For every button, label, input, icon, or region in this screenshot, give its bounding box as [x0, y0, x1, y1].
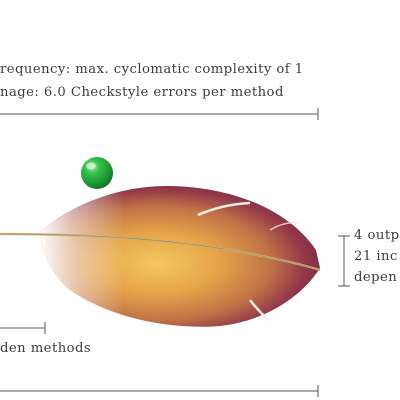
- right-label-line-3: depen: [354, 270, 398, 285]
- image-annotation: nage: 6.0 Checkstyle errors per method: [0, 85, 284, 100]
- right-label-line-2: 21 inc: [354, 249, 398, 264]
- right-height-bracket: [338, 235, 350, 287]
- bottom-width-rule: [0, 385, 319, 397]
- right-label-line-1: 4 outp: [354, 228, 400, 243]
- green-sphere: [81, 157, 113, 189]
- feather-glyph: [0, 185, 321, 327]
- methods-rule: [0, 322, 46, 334]
- top-width-rule: [0, 108, 319, 120]
- feather-vane-fade: [40, 185, 320, 327]
- methods-annotation: den methods: [0, 341, 92, 356]
- frequency-annotation: requency: max. cyclomatic complexity of …: [0, 62, 304, 77]
